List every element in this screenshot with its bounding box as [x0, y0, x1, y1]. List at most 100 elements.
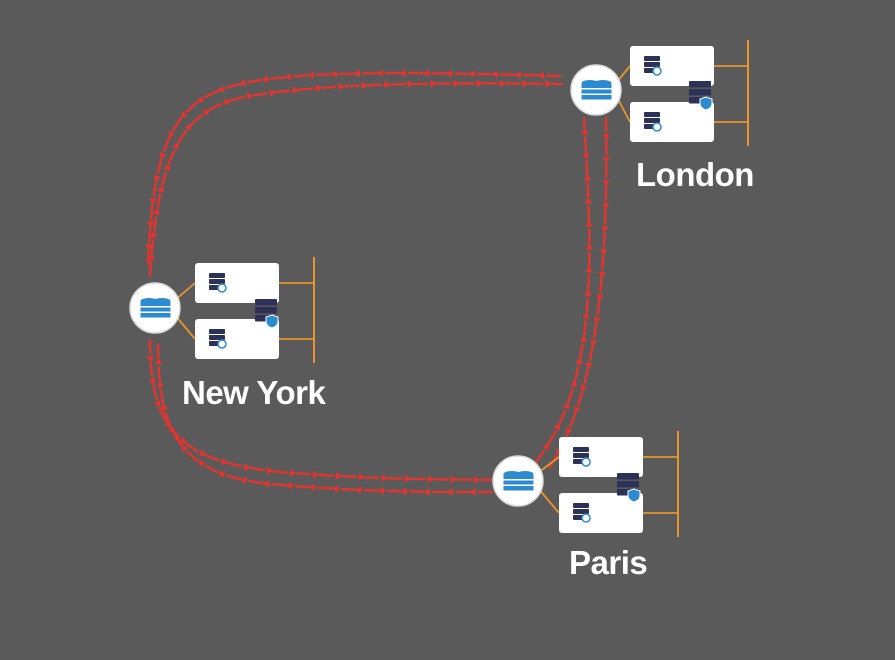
replication-path: [546, 116, 608, 472]
arrowhead-icon: [427, 475, 435, 483]
arrowhead-icon: [566, 427, 573, 436]
arrowhead-icon: [407, 80, 415, 88]
arrowhead-icon: [377, 487, 385, 495]
arrowhead-icon: [602, 202, 610, 210]
arrowhead-icon: [575, 357, 583, 365]
arrowhead-icon: [580, 384, 588, 392]
server-box: [195, 319, 279, 359]
arrowhead-icon: [217, 471, 226, 478]
replication-path: [146, 71, 562, 272]
arrowhead-icon: [330, 70, 338, 78]
arrowhead-icon: [152, 207, 160, 215]
server-icon: [572, 502, 591, 523]
sites: [129, 40, 749, 537]
arrowhead-icon: [553, 422, 560, 431]
arrowhead-icon: [602, 179, 610, 187]
arrowhead-icon: [238, 79, 247, 87]
hub-connector: [617, 99, 631, 123]
server-box: [195, 263, 279, 303]
hub-connector: [617, 65, 631, 81]
arrowhead-icon: [450, 475, 458, 483]
arrowhead-icon: [514, 71, 522, 79]
arrowhead-icon: [161, 403, 169, 411]
hub-connector: [176, 317, 196, 340]
arrowhead-icon: [537, 72, 545, 80]
arrowhead-icon: [601, 225, 609, 233]
arrowhead-icon: [491, 70, 499, 78]
arrowhead-icon: [476, 79, 484, 87]
database-icon: [516, 470, 534, 491]
arrowhead-icon: [399, 69, 406, 77]
arrowhead-icon: [180, 111, 188, 119]
site-paris: [492, 431, 679, 537]
arrowhead-icon: [262, 480, 270, 488]
arrowhead-icon: [422, 69, 430, 77]
arrowhead-icon: [154, 400, 161, 408]
server-icon: [208, 328, 227, 349]
arrowhead-icon: [596, 294, 604, 302]
replication-path: [148, 82, 564, 278]
hub-connector: [176, 282, 196, 299]
database-icon: [594, 79, 612, 100]
link-london-newyork: [145, 69, 564, 278]
arrowhead-icon: [468, 70, 476, 78]
arrowhead-icon: [185, 123, 193, 132]
arrowhead-icon: [545, 80, 553, 88]
arrowhead-icon: [312, 470, 320, 478]
arrowhead-icon: [181, 444, 189, 453]
database-icon: [153, 297, 171, 318]
arrowhead-icon: [579, 334, 587, 342]
server-box: [559, 437, 643, 477]
arrowhead-icon: [338, 83, 346, 91]
arrowhead-icon: [147, 220, 155, 229]
arrowhead-icon: [239, 477, 248, 484]
arrowhead-icon: [584, 196, 592, 204]
arrowhead-icon: [574, 406, 581, 414]
arrowhead-icon: [583, 173, 591, 181]
site-newyork: [129, 257, 315, 363]
arrowhead-icon: [376, 69, 384, 77]
site-label-london: London: [636, 156, 754, 193]
arrowhead-icon: [145, 244, 153, 252]
arrowhead-icon: [598, 271, 606, 279]
arrowhead-icon: [246, 93, 254, 100]
arrowhead-icon: [585, 242, 593, 250]
arrowhead-icon: [585, 362, 593, 370]
arrowhead-icon: [289, 469, 297, 477]
site-london: [570, 40, 749, 146]
server-icon: [572, 446, 591, 467]
arrowhead-icon: [354, 486, 362, 494]
arrowhead-icon: [590, 339, 598, 348]
arrowhead-icon: [157, 184, 165, 193]
arrowhead-icon: [315, 84, 323, 92]
arrowhead-icon: [335, 472, 343, 480]
arrowhead-icon: [581, 127, 589, 135]
arrowhead-icon: [223, 99, 232, 106]
arrowhead-icon: [430, 80, 438, 88]
arrowhead-icon: [261, 75, 269, 83]
arrowhead-icon: [331, 485, 339, 493]
arrowhead-icon: [469, 488, 477, 496]
arrowhead-icon: [384, 81, 392, 89]
arrowhead-icon: [562, 401, 570, 410]
arrowhead-icon: [216, 85, 225, 92]
arrowhead-icon: [197, 460, 206, 468]
arrowhead-icon: [169, 424, 176, 433]
arrowhead-icon: [593, 317, 601, 325]
arrowhead-icon: [404, 475, 412, 483]
arrowhead-icon: [585, 219, 593, 227]
arrowhead-icon: [269, 89, 277, 97]
arrowhead-icon: [361, 82, 369, 90]
arrowhead-icon: [584, 288, 592, 296]
arrowhead-icon: [198, 449, 207, 456]
replication-links: [145, 69, 610, 496]
replication-path: [534, 116, 591, 464]
arrowhead-icon: [243, 463, 252, 471]
arrowhead-icon: [292, 86, 300, 94]
arrowhead-icon: [285, 482, 293, 490]
arrowhead-icon: [153, 175, 161, 183]
arrowhead-icon: [522, 80, 530, 88]
arrowhead-icon: [266, 467, 274, 475]
